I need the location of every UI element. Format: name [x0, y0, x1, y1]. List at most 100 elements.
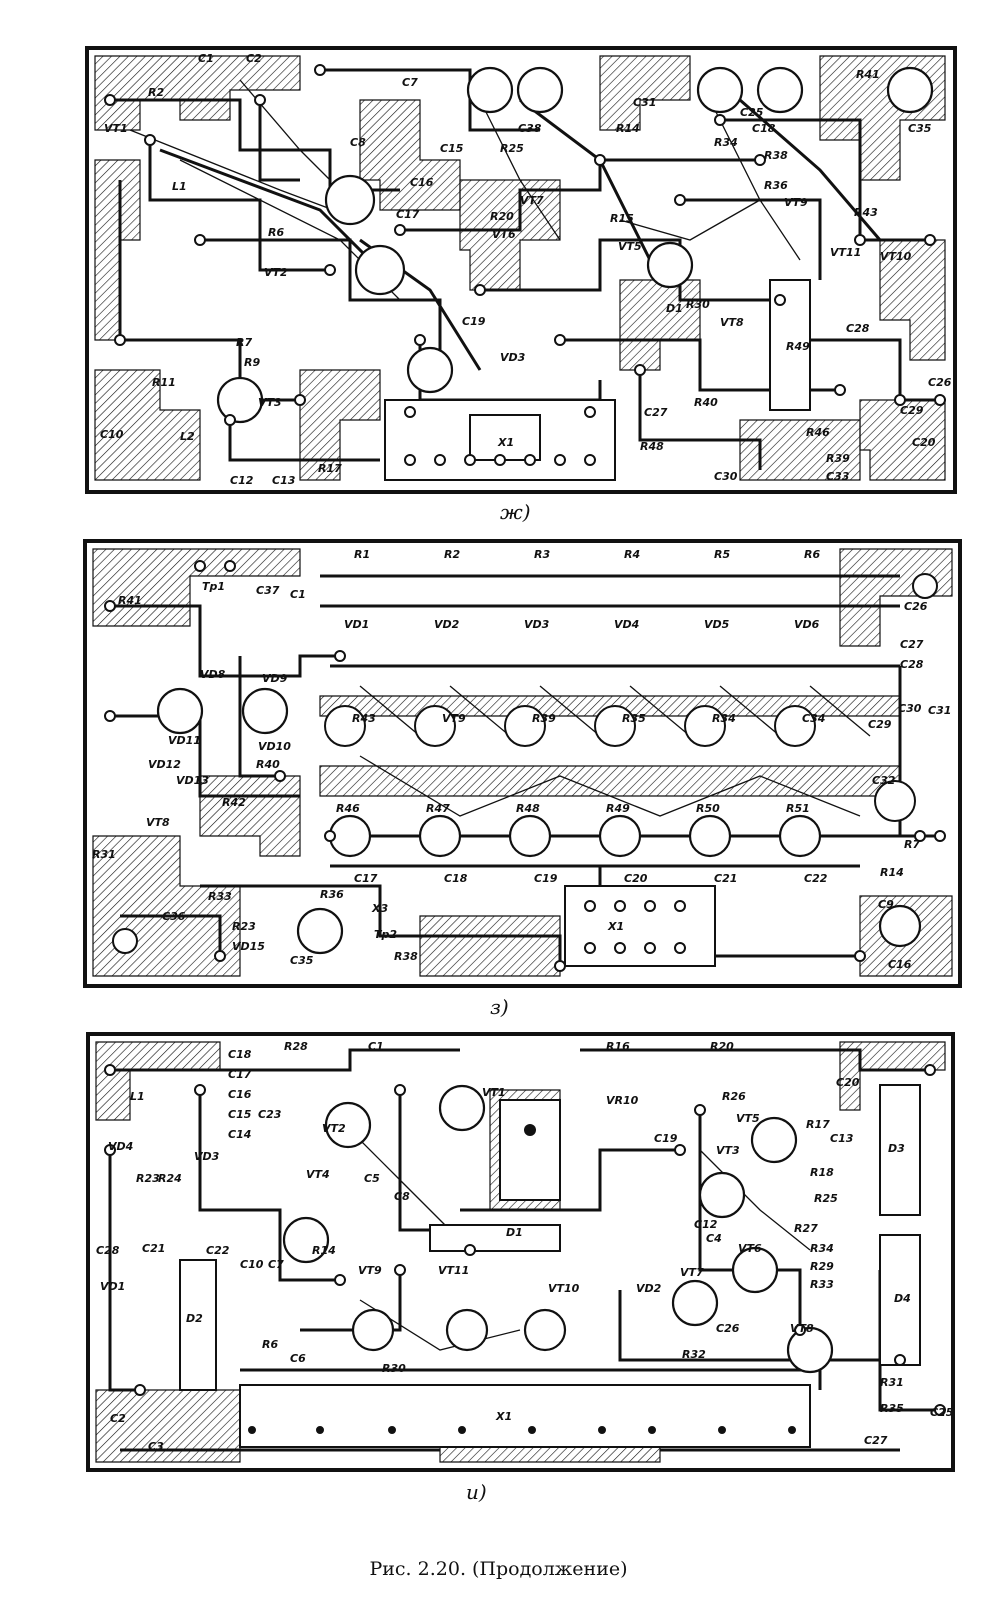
part-label: C19	[534, 872, 558, 885]
part-label: C25	[930, 1406, 954, 1419]
part-label: R31	[880, 1376, 904, 1389]
part-labels: L1 C18 C17 C16 C15 C14 R28 C23 VT2 C1 VT…	[96, 1040, 954, 1453]
part-label: R36	[320, 888, 344, 901]
part-label: L1	[130, 1090, 145, 1103]
part-label: X1	[497, 436, 514, 449]
part-label: L1	[172, 180, 187, 193]
part-label: R27	[794, 1222, 818, 1235]
part-label: R5	[714, 548, 730, 561]
part-label: R42	[222, 796, 246, 809]
panel-label-z: з)	[490, 995, 509, 1019]
part-label: VT4	[306, 1168, 330, 1181]
part-label: VT2	[264, 266, 288, 279]
part-label: R36	[764, 179, 788, 192]
part-label: D4	[894, 1292, 911, 1305]
part-label: R34	[714, 136, 738, 149]
part-label: VT10	[548, 1282, 580, 1295]
part-label: VD15	[232, 940, 265, 953]
part-label: R28	[284, 1040, 308, 1053]
part-label: R38	[764, 149, 788, 162]
part-label: R16	[606, 1040, 630, 1053]
part-label: L2	[180, 430, 195, 443]
part-label: VT6	[492, 228, 516, 241]
part-label: R50	[696, 802, 720, 815]
part-label: C7	[268, 1258, 284, 1271]
part-label: C37	[256, 584, 280, 597]
part-label: R23	[232, 920, 256, 933]
part-label: C10	[240, 1258, 264, 1271]
part-label: VD3	[500, 351, 526, 364]
part-label: C26	[904, 600, 928, 613]
part-label: R30	[382, 1362, 406, 1375]
part-label: R40	[694, 396, 718, 409]
part-label: VD2	[636, 1282, 662, 1295]
part-label: C3	[148, 1440, 164, 1453]
part-label: C28	[900, 658, 924, 671]
part-label: R33	[810, 1278, 834, 1291]
figure-caption: Рис. 2.20. (Продолжение)	[369, 1558, 628, 1580]
part-label: VD3	[524, 618, 550, 631]
part-label: C1	[290, 588, 306, 601]
part-label: VD6	[794, 618, 820, 631]
part-label: C8	[394, 1190, 410, 1203]
part-label: VT6	[738, 1242, 762, 1255]
part-label: C22	[804, 872, 828, 885]
part-label: D1	[666, 302, 683, 315]
part-label: C19	[462, 315, 486, 328]
transistors	[282, 1084, 834, 1374]
part-label: VT5	[736, 1112, 760, 1125]
part-label: C19	[654, 1132, 678, 1145]
part-label: R14	[616, 122, 640, 135]
wires	[359, 685, 871, 817]
part-label: R46	[806, 426, 830, 439]
part-label: VT11	[830, 246, 861, 259]
part-label: VD4	[108, 1140, 133, 1153]
part-label: VD1	[100, 1280, 125, 1293]
part-label: R14	[312, 1244, 336, 1257]
part-label: VD4	[614, 618, 639, 631]
part-label: R9	[244, 356, 260, 369]
part-label: C1	[198, 52, 214, 65]
part-label: R39	[826, 452, 850, 465]
part-label: C26	[716, 1322, 740, 1335]
part-label: R24	[158, 1172, 182, 1185]
pcb-panel-z: R41 Tp1 C37 C1 R1 R2 R3 R4 R5 R6 VD1 VD2…	[83, 539, 962, 988]
part-label: R23	[136, 1172, 160, 1185]
part-label: X1	[495, 1410, 512, 1423]
part-label: C29	[868, 718, 892, 731]
part-label: R43	[854, 206, 878, 219]
part-label: C2	[110, 1412, 126, 1425]
part-label: C36	[162, 910, 186, 923]
pads	[104, 1064, 946, 1434]
part-label: C28	[96, 1244, 120, 1257]
part-label: C13	[830, 1132, 854, 1145]
part-label: R6	[804, 548, 820, 561]
part-label: R39	[532, 712, 556, 725]
part-label: R48	[640, 440, 664, 453]
part-label: VT3	[258, 396, 282, 409]
part-label: R17	[806, 1118, 830, 1131]
part-label: C12	[694, 1218, 718, 1231]
mounting-hole	[112, 928, 138, 954]
part-label: C31	[928, 704, 951, 717]
part-label: C21	[714, 872, 737, 885]
part-label: R46	[336, 802, 360, 815]
part-label: C26	[928, 376, 952, 389]
part-label: C12	[230, 474, 254, 487]
part-label: R15	[610, 212, 634, 225]
part-label: VT9	[442, 712, 466, 725]
part-label: R25	[500, 142, 524, 155]
part-label: C17	[396, 208, 420, 221]
part-label: D1	[506, 1226, 523, 1239]
part-label: C6	[290, 1352, 306, 1365]
part-label: C20	[624, 872, 648, 885]
part-label: C30	[714, 470, 738, 483]
part-label: VD3	[194, 1150, 220, 1163]
part-label: C18	[752, 122, 776, 135]
part-label: VD13	[176, 774, 209, 787]
pads	[104, 64, 946, 466]
pads	[104, 560, 946, 972]
part-label: VT8	[790, 1322, 814, 1335]
connector-x1	[384, 399, 616, 481]
part-label: R3	[534, 548, 550, 561]
